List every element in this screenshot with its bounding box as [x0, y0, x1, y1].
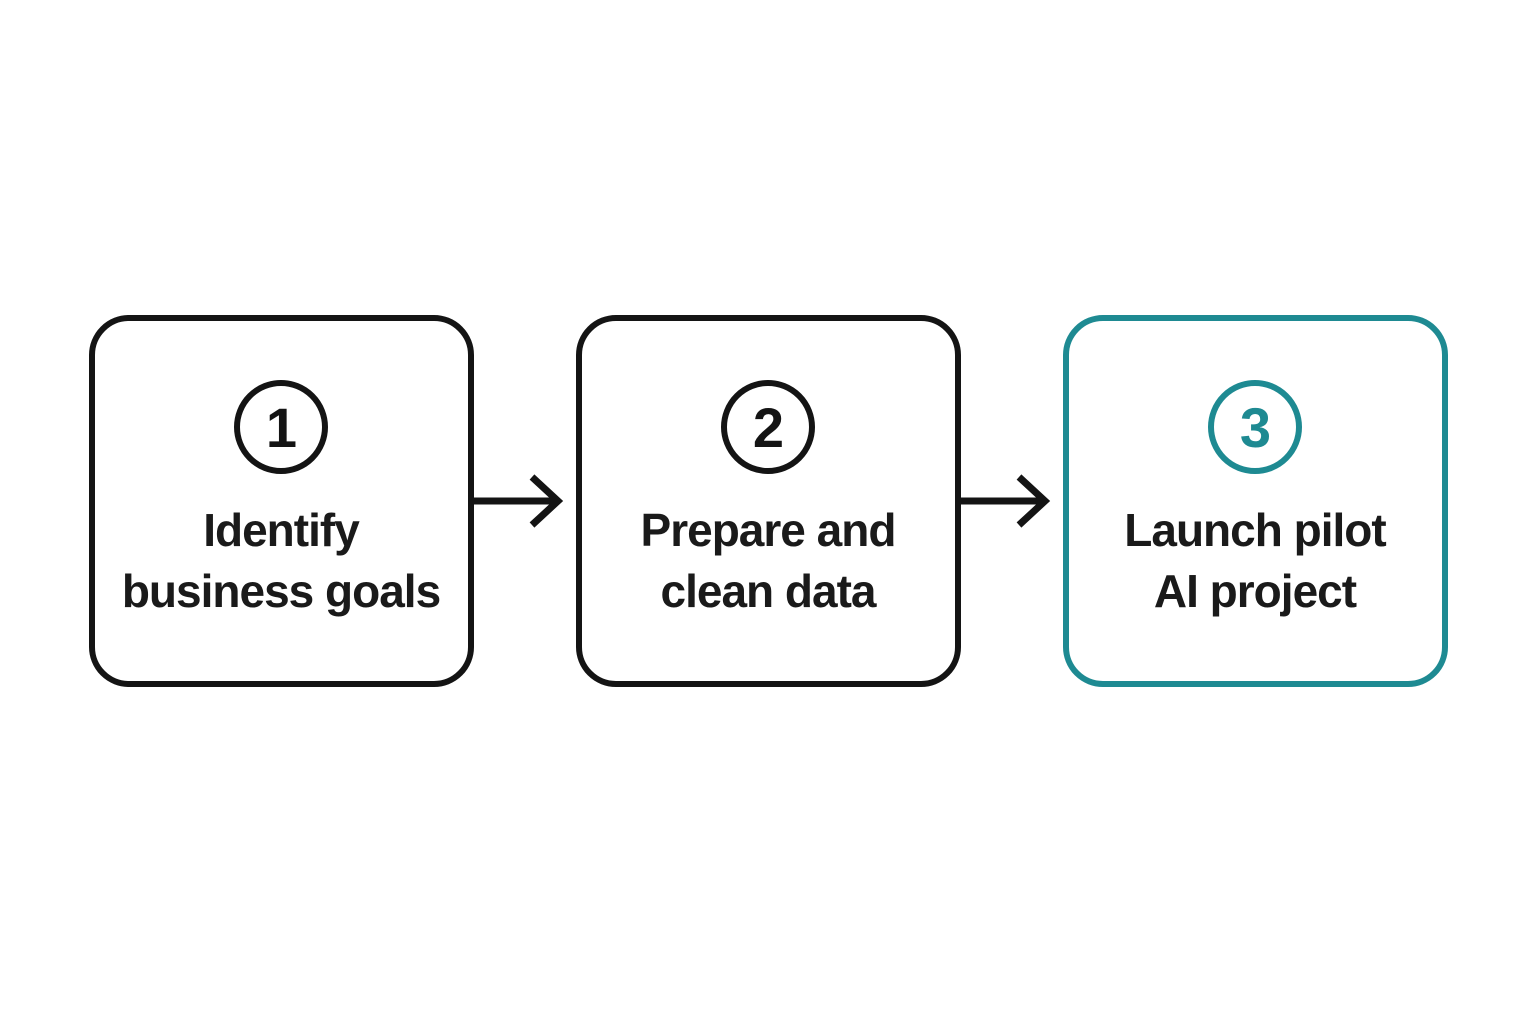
- step-1-label: Identify business goals: [121, 500, 441, 622]
- step-1-number-badge: 1: [234, 380, 328, 474]
- process-flow-diagram: 1 Identify business goals 2 Prepare and …: [88, 315, 1448, 687]
- step-3-label-line2: AI project: [1153, 565, 1357, 617]
- step-2-number: 2: [752, 395, 784, 459]
- step-3-number-badge: 3: [1208, 380, 1302, 474]
- step-1-label-line2: business goals: [121, 565, 441, 617]
- step-1-box: 1 Identify business goals: [88, 315, 474, 687]
- step-2-box: 2 Prepare and clean data: [575, 315, 961, 687]
- step-3-label-line1: Launch pilot: [1124, 504, 1386, 556]
- arrow-right-icon: [960, 474, 1050, 528]
- step-3-label: Launch pilot AI project: [1124, 500, 1386, 622]
- step-2-label: Prepare and clean data: [640, 500, 897, 622]
- step-1-label-line1: Identify: [203, 504, 360, 556]
- step-2-label-line2: clean data: [660, 565, 877, 617]
- step-2-label-line1: Prepare and: [640, 504, 897, 556]
- step-3-box: 3 Launch pilot AI project: [1062, 315, 1448, 687]
- step-1-number: 1: [265, 395, 297, 459]
- step-3-number: 3: [1239, 395, 1271, 459]
- arrow-right-icon: [473, 474, 563, 528]
- step-2-number-badge: 2: [721, 380, 815, 474]
